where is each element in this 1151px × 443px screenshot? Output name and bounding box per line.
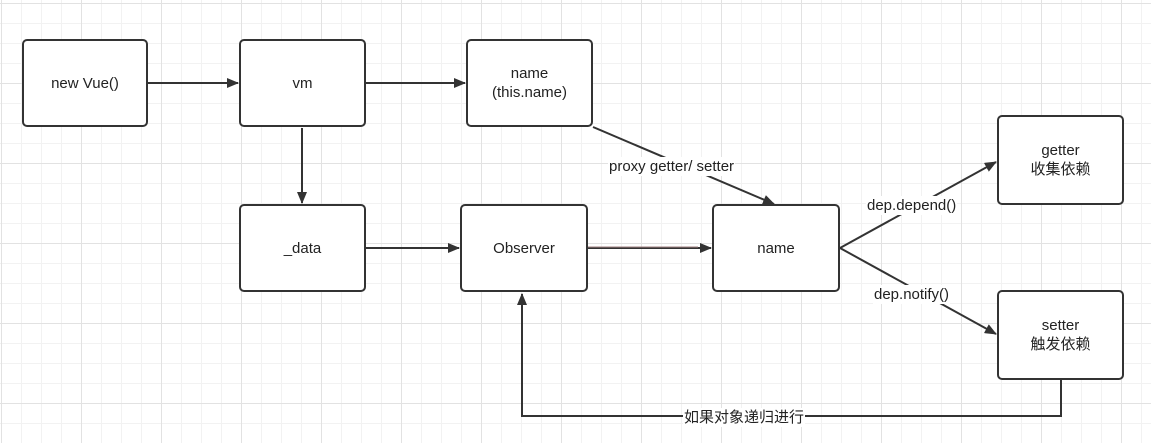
node-name-prop-label: name <box>757 239 795 257</box>
edge-label-notify: dep.notify() <box>873 285 951 304</box>
edge-setter-observer <box>517 293 1062 417</box>
node-vm-label: vm <box>292 74 313 92</box>
node-new-vue-label: new Vue() <box>51 74 119 92</box>
edge-label-proxy: proxy getter/ setter <box>608 157 736 176</box>
node-name-proxy: name (this.name) <box>466 39 593 127</box>
node-data: _data <box>239 204 366 292</box>
node-setter-line2: 触发依赖 <box>1030 336 1091 353</box>
node-data-label: _data <box>283 239 322 257</box>
node-new-vue: new Vue() <box>22 39 148 127</box>
node-setter-line1: setter <box>1041 317 1080 334</box>
node-setter: setter 触发依赖 <box>997 290 1124 380</box>
node-name-prop: name <box>712 204 840 292</box>
edge-label-recursive: 如果对象递归进行 <box>683 408 806 427</box>
node-observer: Observer <box>460 204 588 292</box>
node-name-proxy-line1: name <box>510 65 549 82</box>
node-getter: getter 收集依赖 <box>997 115 1124 205</box>
node-getter-line2: 收集依赖 <box>1030 161 1091 178</box>
node-name-proxy-line2: (this.name) <box>491 84 568 101</box>
node-observer-label: Observer <box>493 239 555 257</box>
node-getter-line1: getter <box>1041 142 1080 159</box>
edge-label-depend: dep.depend() <box>866 196 958 215</box>
node-vm: vm <box>239 39 366 127</box>
